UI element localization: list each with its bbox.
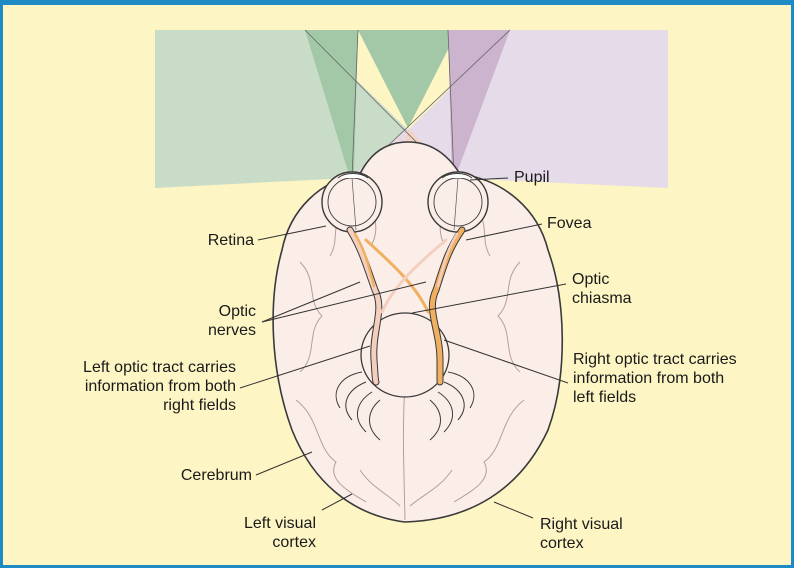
label-retina: Retina bbox=[150, 231, 254, 250]
label-right-visual-cortex: Right visual cortex bbox=[540, 515, 623, 553]
label-pupil: Pupil bbox=[514, 168, 550, 187]
label-fovea: Fovea bbox=[547, 214, 591, 233]
label-optic-chiasma: Optic chiasma bbox=[572, 270, 632, 308]
brain bbox=[273, 142, 562, 522]
label-optic-nerves: Optic nerves bbox=[150, 302, 256, 340]
label-right-optic-tract: Right optic tract carries information fr… bbox=[573, 350, 737, 407]
label-left-visual-cortex: Left visual cortex bbox=[180, 514, 316, 552]
label-left-optic-tract: Left optic tract carries information fro… bbox=[20, 358, 236, 415]
label-cerebrum: Cerebrum bbox=[130, 466, 252, 485]
